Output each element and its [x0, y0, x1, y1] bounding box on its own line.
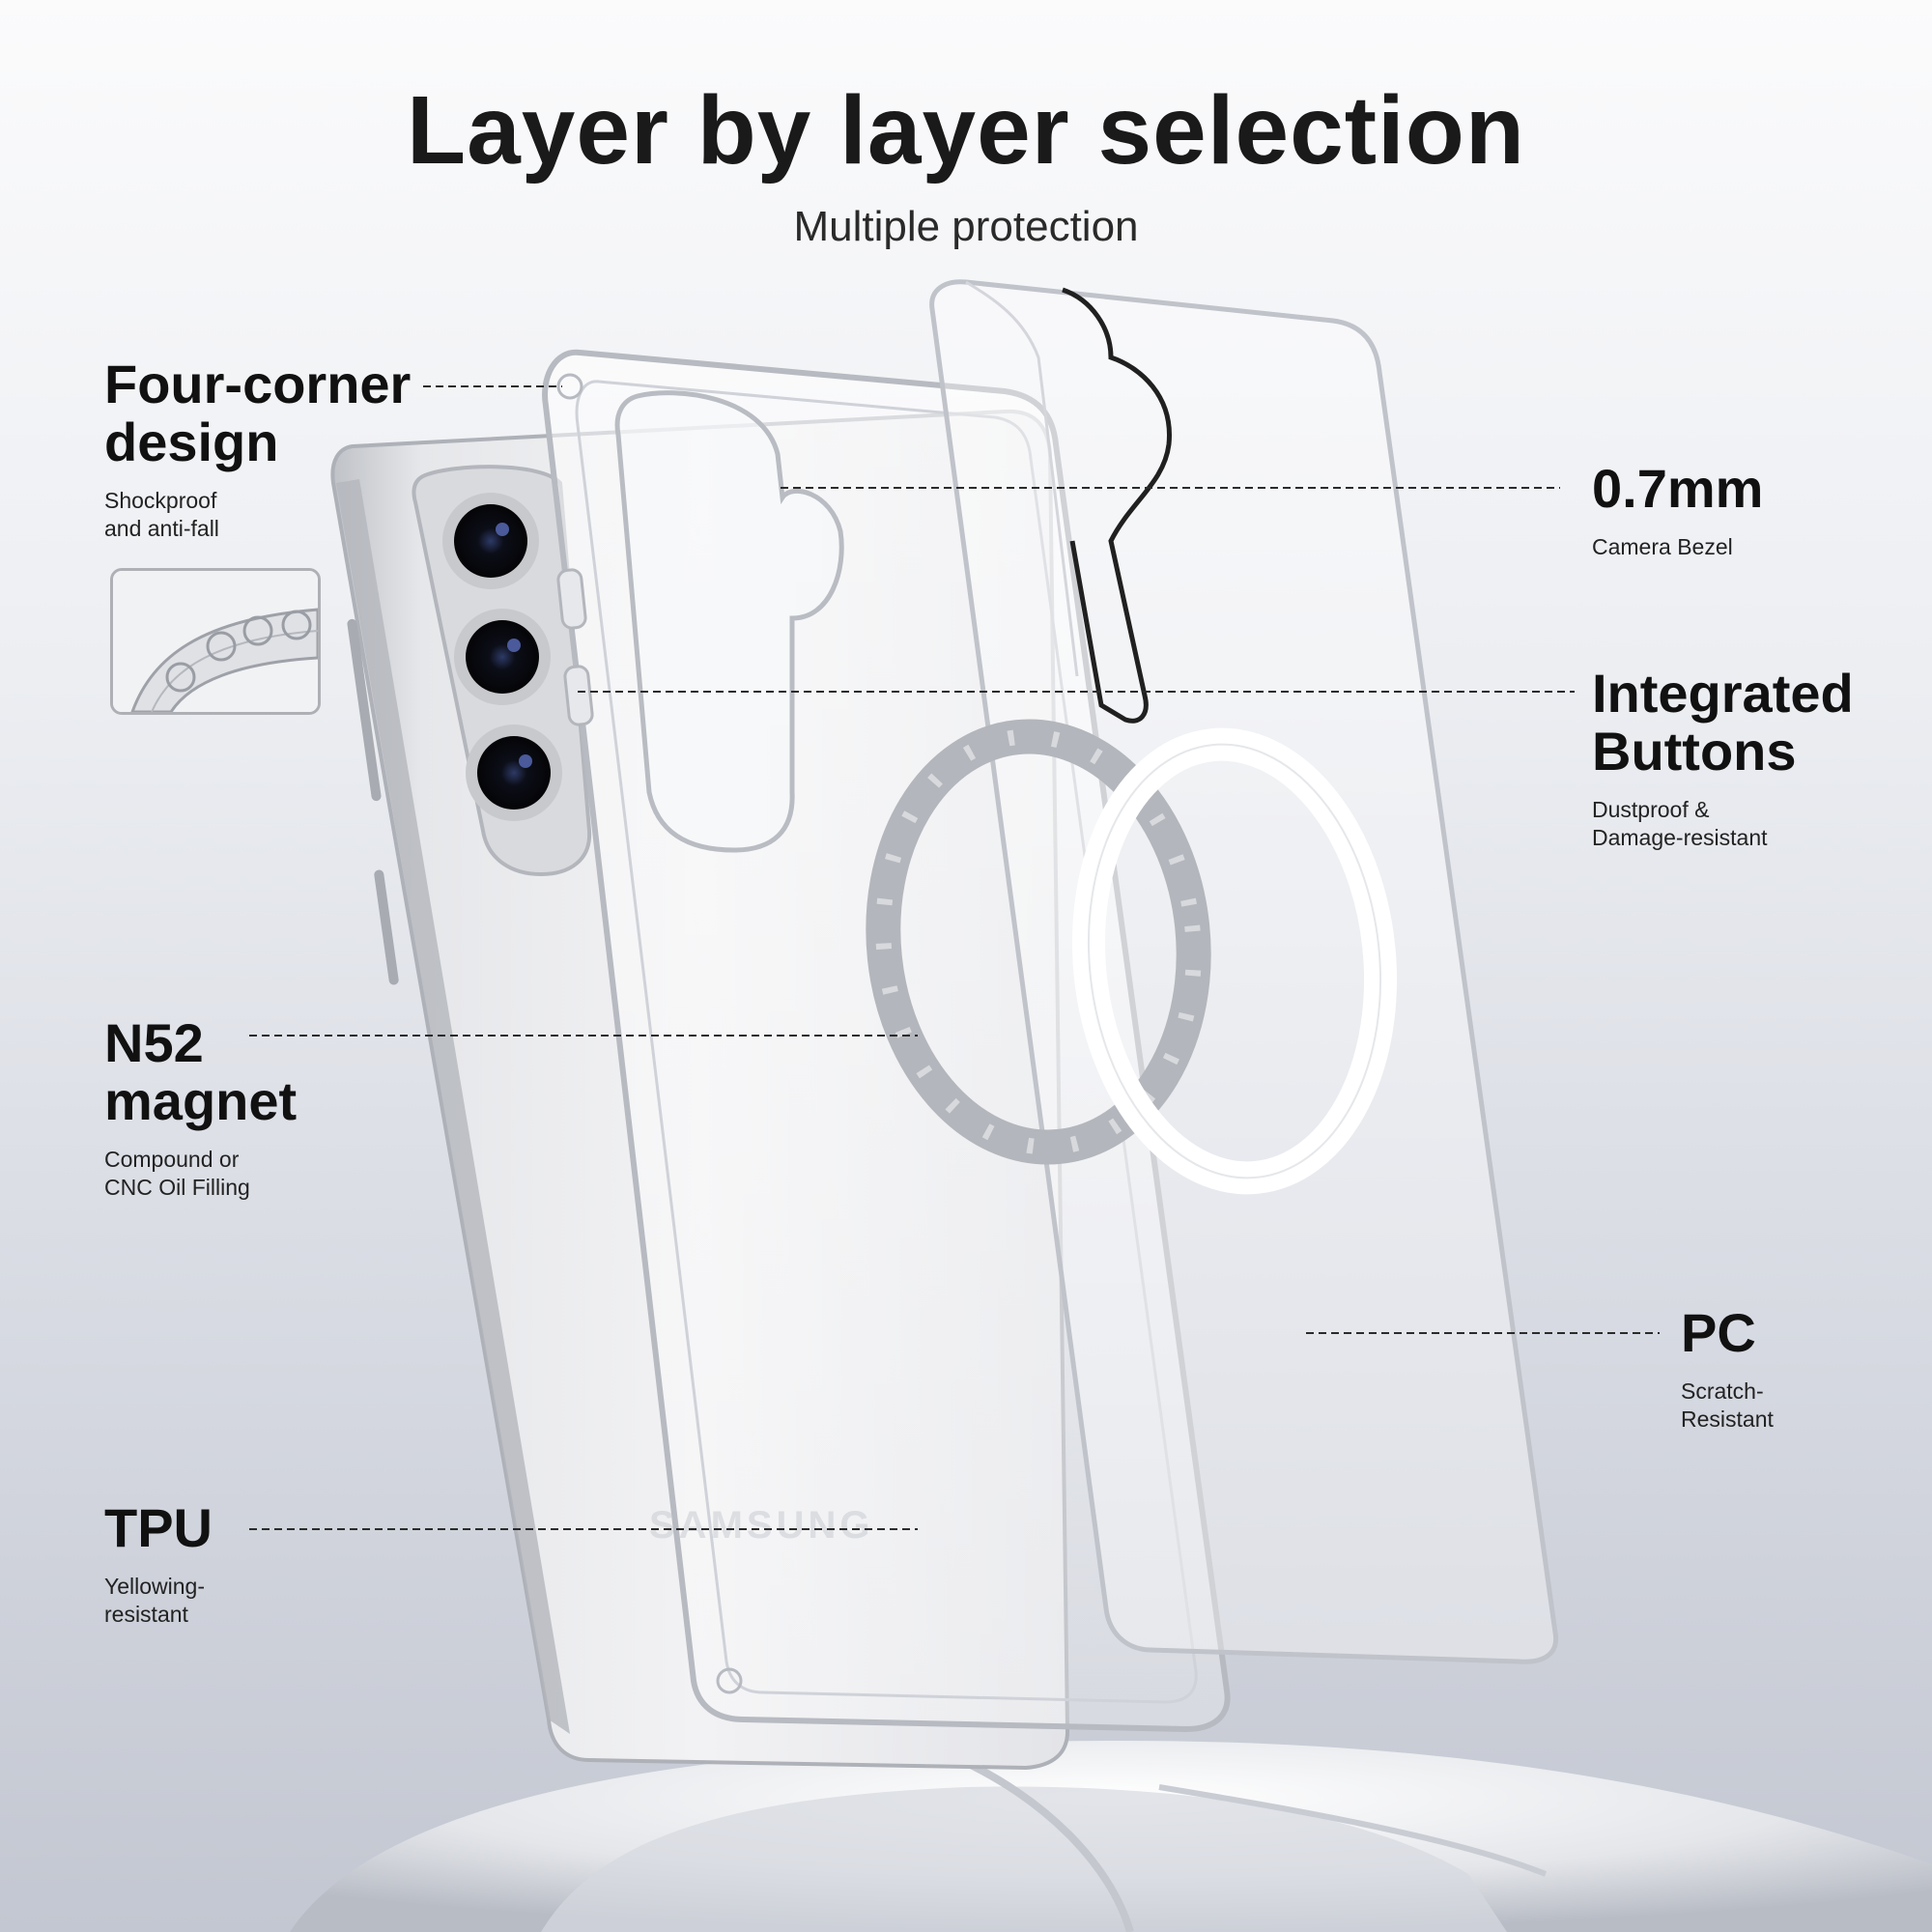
callout-description: Compound or CNC Oil Filling [104, 1146, 297, 1202]
callout-description: Camera Bezel [1592, 533, 1763, 561]
callout-title-line: Buttons [1592, 721, 1797, 781]
callout-title: Integrated Buttons [1592, 665, 1854, 781]
brand-watermark: SAMSUNG [649, 1504, 873, 1547]
callout-title-line: PC [1681, 1302, 1756, 1363]
callout-n52-magnet: N52 magnet Compound or CNC Oil Filling [104, 1014, 297, 1202]
callout-title-line: design [104, 412, 279, 472]
tpu-case-frame: SAMSUNG [542, 349, 1231, 1733]
callout-title-line: N52 [104, 1012, 204, 1073]
pedestal [290, 1740, 1932, 1932]
callout-desc-line: and anti-fall [104, 516, 219, 541]
callout-title: PC [1681, 1304, 1774, 1362]
callout-description: Shockproof and anti-fall [104, 487, 411, 543]
callout-description: Dustproof & Damage-resistant [1592, 796, 1854, 852]
callout-title: 0.7mm [1592, 460, 1763, 518]
camera-lens [454, 609, 551, 705]
callout-desc-line: Shockproof [104, 488, 217, 513]
corner-detail-thumbnail [110, 568, 321, 715]
callout-desc-line: Resistant [1681, 1406, 1774, 1432]
callout-desc-line: Yellowing- [104, 1574, 205, 1599]
callout-title-line: Four-corner [104, 354, 412, 414]
callout-desc-line: Scratch- [1681, 1378, 1764, 1404]
callout-title-line: magnet [104, 1070, 298, 1131]
callout-title: Four-corner design [104, 355, 411, 471]
callout-integrated-buttons: Integrated Buttons Dustproof & Damage-re… [1592, 665, 1854, 852]
callout-desc-line: Damage-resistant [1592, 825, 1768, 850]
page-subtitle: Multiple protection [793, 203, 1139, 250]
callout-desc-line: CNC Oil Filling [104, 1175, 250, 1200]
callout-camera-bezel: 0.7mm Camera Bezel [1592, 460, 1763, 561]
callout-description: Scratch- Resistant [1681, 1378, 1774, 1434]
camera-lens [466, 724, 562, 821]
n52-magnet-ring [866, 719, 1211, 1165]
callout-title-line: Integrated [1592, 663, 1854, 724]
callout-title: TPU [104, 1499, 213, 1557]
callout-desc-line: Dustproof & [1592, 797, 1710, 822]
callout-four-corner: Four-corner design Shockproof and anti-f… [104, 355, 411, 543]
camera-lens [442, 493, 539, 589]
callout-description: Yellowing- resistant [104, 1573, 213, 1629]
callout-desc-line: resistant [104, 1602, 188, 1627]
callout-title-line: TPU [104, 1497, 213, 1558]
callout-pc: PC Scratch- Resistant [1681, 1304, 1774, 1434]
callout-title-line: 0.7mm [1592, 458, 1764, 519]
pc-back-panel [929, 279, 1559, 1664]
callout-title: N52 magnet [104, 1014, 297, 1130]
page-title: Layer by layer selection [407, 76, 1525, 185]
callout-desc-line: Camera Bezel [1592, 534, 1733, 559]
white-magnetic-ring [1071, 727, 1398, 1195]
callout-desc-line: Compound or [104, 1147, 240, 1172]
callout-tpu: TPU Yellowing- resistant [104, 1499, 213, 1629]
